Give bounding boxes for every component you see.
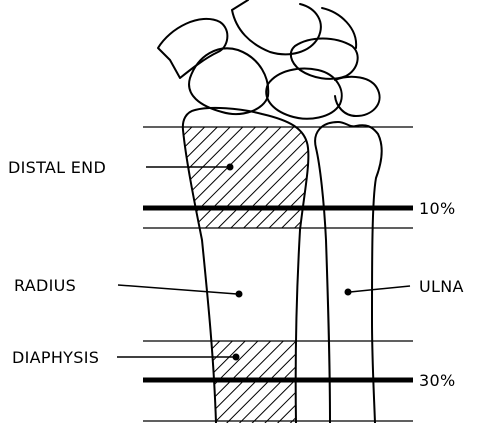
carpal-bone-2 bbox=[189, 48, 268, 114]
distal-end-dot bbox=[227, 164, 234, 171]
radius-dot bbox=[236, 291, 243, 298]
carpal-bone-3 bbox=[232, 0, 321, 54]
label-ulna: ULNA bbox=[419, 277, 464, 296]
carpal-bones bbox=[158, 0, 380, 119]
diaphysis-dot bbox=[233, 354, 240, 361]
label-distal-end: DISTAL END bbox=[8, 158, 106, 177]
ulna-leader bbox=[350, 286, 410, 292]
label-diaphysis: DIAPHYSIS bbox=[12, 348, 99, 367]
label-radius: RADIUS bbox=[14, 276, 76, 295]
carpal-bone-6 bbox=[322, 8, 356, 48]
carpal-bone-1 bbox=[158, 19, 227, 78]
carpal-bone-5 bbox=[266, 69, 341, 119]
label-10-percent: 10% bbox=[419, 199, 455, 218]
ulna-dot bbox=[345, 289, 352, 296]
label-30-percent: 30% bbox=[419, 371, 455, 390]
radius-leader bbox=[118, 285, 237, 294]
